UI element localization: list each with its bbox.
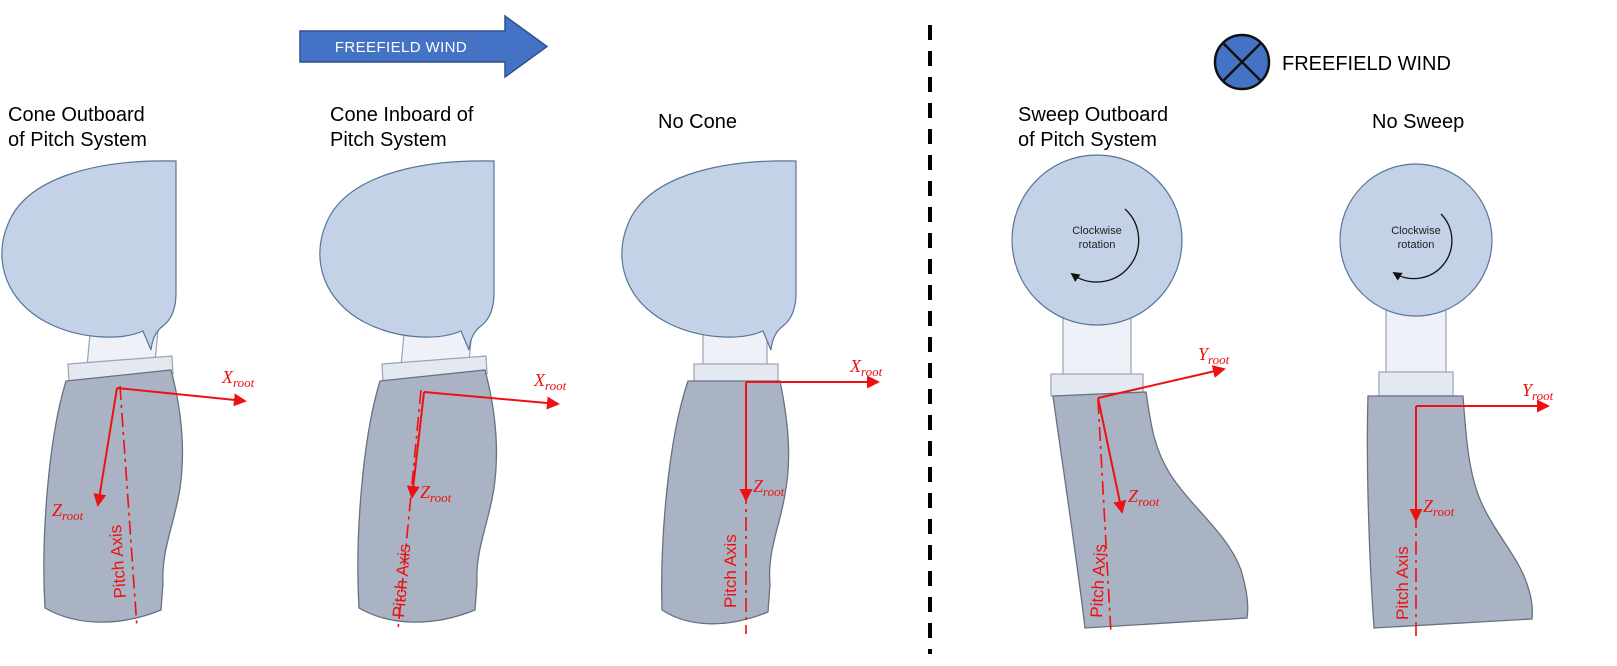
rotation-label-line1: Clockwise [1072, 225, 1122, 237]
wind-into-page-group: FREEFIELD WIND [1213, 33, 1451, 91]
panel-sweep-outboard: Sweep Outboard of Pitch System Clockwise… [1011, 104, 1249, 635]
rotation-label-line2: rotation [1398, 239, 1435, 251]
pitch-axis-label: Pitch Axis [721, 534, 740, 608]
z-root-label: Zroot [1423, 496, 1455, 519]
z-root-axis-arrow [93, 387, 118, 507]
panel-title-line2: of Pitch System [8, 129, 147, 151]
rotation-label-line2: rotation [1079, 239, 1116, 251]
pitch-axis-line [119, 385, 138, 629]
pitch-axis-line [397, 389, 422, 631]
y-root-label: Yroot [1198, 344, 1230, 367]
x-root-label: Xroot [849, 356, 883, 379]
panel-title-line2: Pitch System [330, 129, 447, 151]
cross-line-icon [1222, 42, 1262, 82]
panel-title-line1: Cone Inboard of [330, 104, 474, 126]
blade-shape [621, 160, 797, 351]
panel-title-line1: Sweep Outboard [1018, 104, 1168, 126]
z-root-label: Zroot [52, 500, 84, 523]
panel-title-line1: No Sweep [1372, 111, 1464, 133]
panel-cone-inboard: Cone Inboard of Pitch System Pitch Axis … [319, 104, 567, 631]
panel-title-line1: Cone Outboard [8, 104, 145, 126]
z-root-axis-arrow [406, 391, 425, 499]
z-root-label: Zroot [753, 476, 785, 499]
freefield-wind-arrow-group: FREEFIELD WIND [299, 14, 549, 79]
clockwise-rotation-arc-icon [1070, 208, 1140, 283]
x-root-label: Xroot [221, 367, 255, 390]
blade-root-shape [1366, 395, 1533, 629]
pitch-axis-line [1097, 399, 1112, 635]
z-root-label: Zroot [420, 482, 452, 505]
z-root-axis-arrow [1097, 397, 1127, 514]
hub-circle [1339, 163, 1493, 317]
z-root-label: Zroot [1128, 486, 1160, 509]
panel-title-line1: No Cone [658, 111, 737, 133]
panel-no-cone: No Cone Pitch Axis Xroot Zroot [621, 111, 883, 634]
rotation-label-line1: Clockwise [1391, 225, 1441, 237]
blade-shape [1, 160, 177, 351]
clockwise-rotation-arc-icon [1392, 213, 1453, 281]
pitch-bearing-cylinder [1385, 307, 1447, 379]
y-root-label: Yroot [1522, 380, 1554, 403]
root-flange [1378, 371, 1454, 397]
pitch-axis-label: Pitch Axis [1393, 546, 1412, 620]
panel-cone-outboard: Cone Outboard of Pitch System Pitch Axis… [1, 104, 255, 629]
blade-root-shape [661, 380, 790, 625]
x-root-label: Xroot [533, 370, 567, 393]
pitch-axis-label: Pitch Axis [1087, 544, 1110, 619]
wind-arrow-label: FREEFIELD WIND [335, 39, 467, 56]
blade-root-shape [357, 369, 498, 623]
pitch-bearing-cylinder [1062, 315, 1132, 381]
panel-no-sweep: No Sweep Clockwise rotation Pitch Axis Y… [1339, 111, 1554, 636]
x-root-axis-arrow [423, 391, 560, 410]
blade-root-shape [43, 369, 184, 623]
blade-root-shape [1052, 391, 1249, 629]
x-root-axis-arrow [116, 387, 247, 407]
blade-shape [319, 160, 495, 351]
wind-arrow-icon [299, 14, 549, 79]
y-root-axis-arrow [1097, 365, 1226, 399]
wind-into-page-label: FREEFIELD WIND [1282, 53, 1451, 75]
root-flange [693, 363, 779, 383]
hub-circle [1011, 154, 1183, 326]
panel-title-line2: of Pitch System [1018, 129, 1157, 151]
